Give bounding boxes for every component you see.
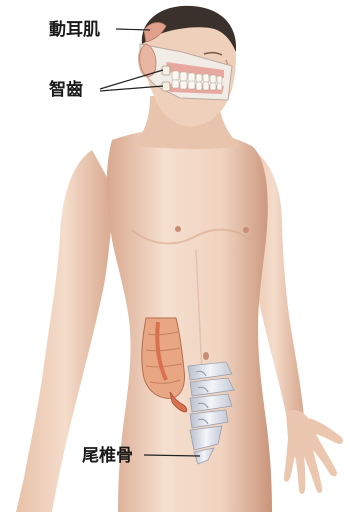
tooth — [217, 83, 222, 90]
label-tailbone: 尾椎骨 — [82, 446, 133, 466]
right-nipple — [243, 227, 249, 233]
tooth — [172, 80, 179, 88]
tooth — [210, 83, 216, 90]
wisdom-tooth-lower — [162, 82, 170, 91]
tooth — [188, 73, 195, 82]
tooth — [203, 74, 209, 82]
large-intestine — [142, 318, 185, 398]
tooth — [172, 71, 179, 80]
left-hand — [284, 410, 343, 494]
tooth — [180, 81, 187, 89]
label-ear-muscle: 動耳肌 — [49, 20, 100, 40]
left-nipple — [175, 226, 181, 232]
label-wisdom-teeth: 智齒 — [49, 80, 83, 100]
navel — [203, 352, 209, 360]
tooth — [210, 75, 216, 83]
tooth — [196, 74, 202, 82]
tooth — [196, 82, 202, 90]
tooth — [203, 82, 209, 90]
tooth — [188, 81, 195, 89]
tooth — [180, 72, 187, 81]
wisdom-tooth-upper — [162, 66, 170, 75]
